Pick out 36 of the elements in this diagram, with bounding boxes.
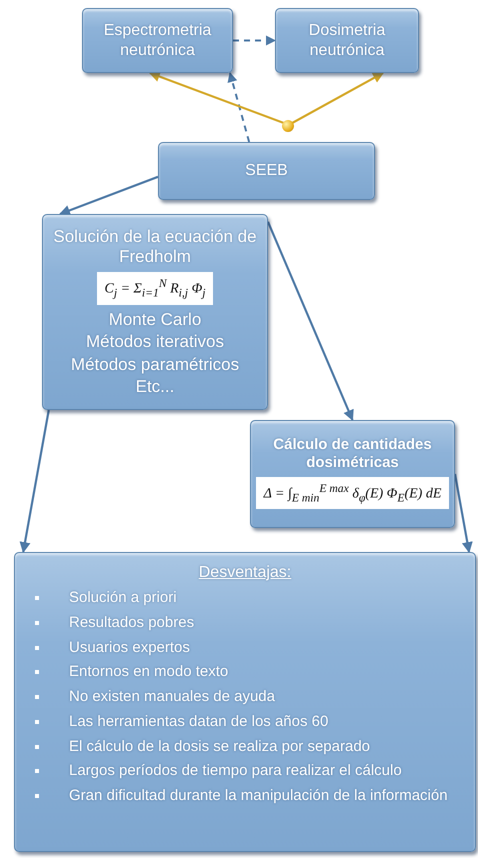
bullet-item: Gran dificultad durante la manipulación de la información [25, 787, 465, 806]
process-box [42, 214, 268, 410]
process-box [158, 142, 375, 200]
arrow [148, 71, 284, 124]
box-label: SEEB [245, 161, 288, 181]
arrow [59, 176, 158, 216]
box-label: Espectrometria neutrónica [102, 21, 212, 60]
process-box [275, 8, 419, 73]
bullet-item: Solución a priori [25, 589, 465, 608]
formula: Δ = ∫$_{E min}$$^{E max}$ δ$_{φ}$(E) Φ$_{E}$(E) dE [256, 476, 450, 510]
formula: C$_{j}$ = Σ$_{i=1}$$^{N}$ R$_{i,j}$ Φ$_{j}$ [96, 272, 214, 305]
bullet-item: Resultados pobres [25, 614, 465, 633]
box-label: Dosimetria neutrónica [308, 21, 386, 60]
bullet-item: Largos períodos de tiempo para realizar el cálculo [25, 762, 465, 782]
method-text: Métodos iterativos [86, 332, 224, 353]
bullet-item: No existen manuales de ayuda [25, 688, 465, 707]
method-text: Métodos paramétricos [70, 354, 240, 375]
box-heading: Cálculo de cantidades dosimétricas [272, 436, 433, 472]
process-box [250, 420, 455, 528]
bullet-item: Usuarios expertos [25, 638, 465, 658]
arrow [233, 36, 276, 46]
arrow [454, 474, 473, 554]
arrow [20, 410, 50, 554]
list-heading: Desventajas: [198, 563, 292, 582]
bullet-item: Entornos en modo texto [25, 663, 465, 682]
arrow [266, 221, 354, 421]
junction-dot [282, 120, 294, 132]
bullet-item: El cálculo de la dosis se realiza por separado [25, 738, 465, 756]
arrow [292, 72, 384, 124]
bullet-item: Las herramientas datan de los años 60 [25, 712, 465, 732]
method-text: Monte Carlo [108, 310, 202, 330]
method-text: Etc... [136, 377, 174, 398]
box-heading: Solución de la ecuación de Fredholm [52, 226, 258, 268]
process-box [82, 8, 233, 73]
list-box [14, 552, 476, 852]
arrow [228, 72, 250, 142]
